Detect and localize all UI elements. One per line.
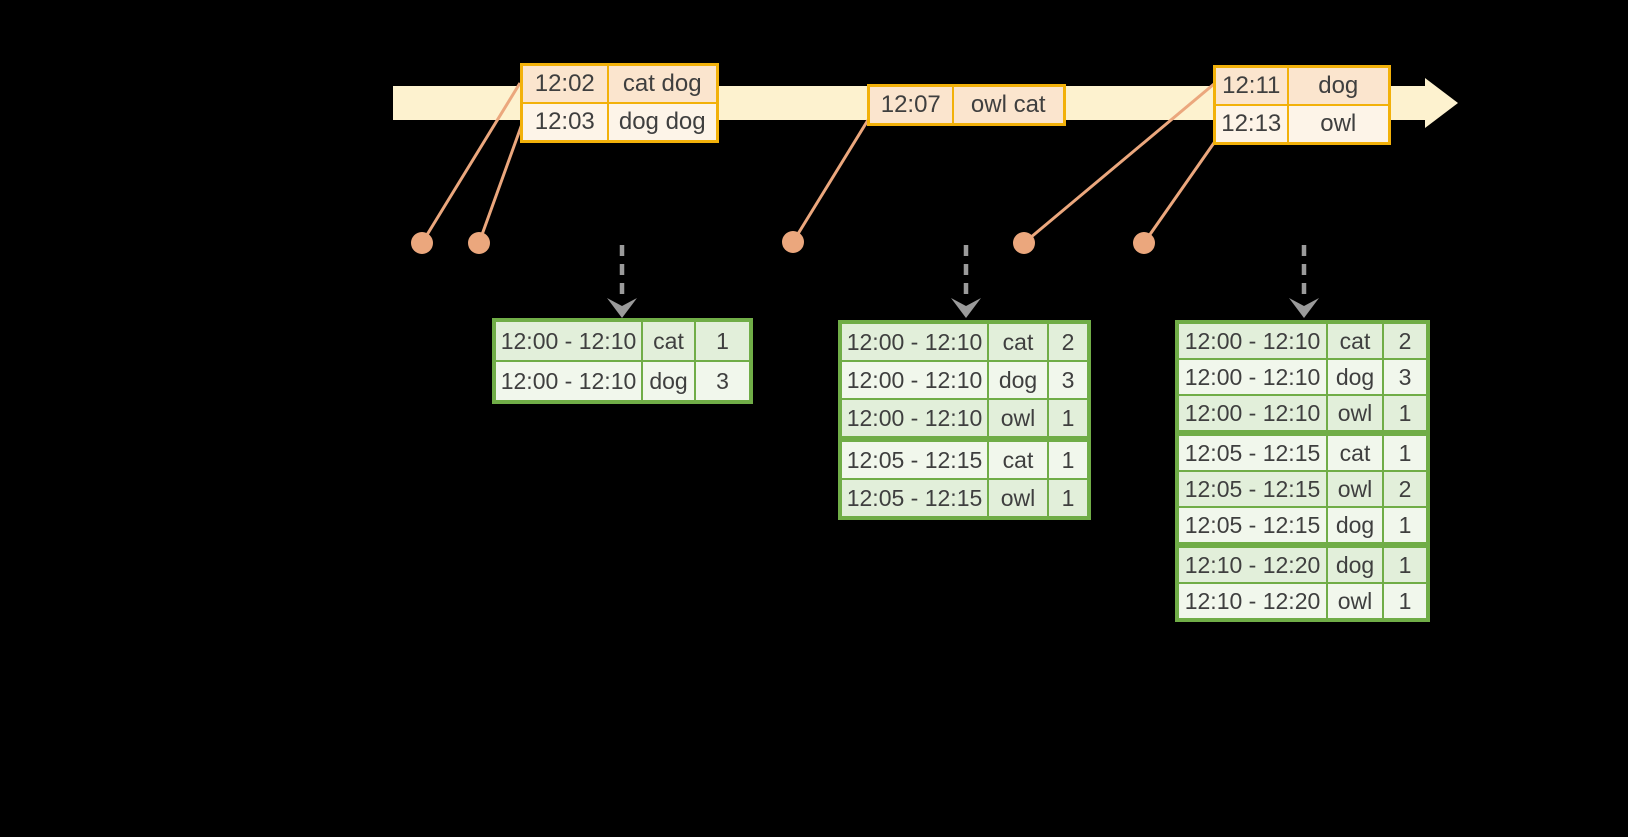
table-cell: 3 — [694, 360, 752, 403]
table-cell: owl — [1326, 470, 1384, 508]
table-cell: 12:00 - 12:10 — [493, 360, 643, 403]
table-cell: 12:00 - 12:10 — [839, 398, 989, 440]
table-cell: 12:00 - 12:10 — [839, 360, 989, 400]
table-cell: 1 — [1382, 430, 1429, 472]
table-cell: cat — [641, 319, 696, 362]
event-connector-line — [1142, 139, 1218, 244]
table-cell: 12:05 - 12:15 — [839, 436, 989, 480]
table-cell: dog dog — [606, 102, 719, 143]
table-cell: 12:02 — [520, 63, 609, 104]
table-cell: 1 — [1382, 394, 1429, 434]
table-cell: 1 — [1382, 542, 1429, 584]
table-cell: 1 — [1047, 478, 1090, 519]
table-cell: 12:03 — [520, 102, 609, 143]
table-cell: 1 — [1047, 398, 1090, 440]
table-cell: 2 — [1382, 321, 1429, 360]
event-connector-line — [420, 82, 522, 244]
event-dot — [411, 232, 433, 254]
table-cell: owl — [987, 398, 1049, 440]
table-cell: cat dog — [606, 63, 719, 104]
table-cell: owl — [987, 478, 1049, 519]
event-dot — [782, 231, 804, 253]
table-cell: owl cat — [951, 84, 1066, 126]
table-cell: 12:10 - 12:20 — [1176, 542, 1328, 584]
table-cell: 12:00 - 12:10 — [839, 321, 989, 362]
table-cell: cat — [1326, 321, 1384, 360]
trigger-arrow-icon — [951, 245, 981, 318]
table-cell: dog — [987, 360, 1049, 400]
event-dot — [1133, 232, 1155, 254]
table-cell: 1 — [1382, 506, 1429, 546]
table-cell: dog — [1286, 65, 1391, 106]
table-cell: cat — [987, 436, 1049, 480]
table-cell: 12:05 - 12:15 — [839, 478, 989, 519]
table-cell: cat — [1326, 430, 1384, 472]
table-cell: 2 — [1047, 321, 1090, 362]
event-dot — [468, 232, 490, 254]
table-cell: 12:00 - 12:10 — [1176, 321, 1328, 360]
table-cell: 2 — [1382, 470, 1429, 508]
table-cell: cat — [987, 321, 1049, 362]
table-cell: 1 — [694, 319, 752, 362]
table-cell: 12:05 - 12:15 — [1176, 430, 1328, 472]
timeline-arrowhead-icon — [1425, 78, 1458, 128]
table-cell: 12:07 — [867, 84, 954, 126]
table-cell: 12:00 - 12:10 — [1176, 394, 1328, 434]
table-cell: 1 — [1047, 436, 1090, 480]
table-cell: 12:00 - 12:10 — [493, 319, 643, 362]
table-cell: dog — [641, 360, 696, 403]
table-cell: owl — [1326, 394, 1384, 434]
event-connector-line — [791, 119, 870, 243]
table-cell: 12:10 - 12:20 — [1176, 582, 1328, 621]
trigger-arrow-icon — [1289, 245, 1319, 318]
table-cell: 3 — [1047, 360, 1090, 400]
table-cell: 12:11 — [1213, 65, 1289, 106]
table-cell: dog — [1326, 506, 1384, 546]
table-cell: 12:05 - 12:15 — [1176, 470, 1328, 508]
table-cell: 12:13 — [1213, 104, 1289, 145]
table-cell: owl — [1286, 104, 1391, 145]
table-cell: 3 — [1382, 358, 1429, 396]
event-connector-line — [477, 123, 524, 244]
table-cell: 1 — [1382, 582, 1429, 621]
table-cell: owl — [1326, 582, 1384, 621]
table-cell: 12:00 - 12:10 — [1176, 358, 1328, 396]
trigger-arrow-icon — [607, 245, 637, 318]
table-cell: dog — [1326, 358, 1384, 396]
table-cell: dog — [1326, 542, 1384, 584]
table-cell: 12:05 - 12:15 — [1176, 506, 1328, 546]
event-dot — [1013, 232, 1035, 254]
event-connector-line — [1023, 82, 1215, 245]
